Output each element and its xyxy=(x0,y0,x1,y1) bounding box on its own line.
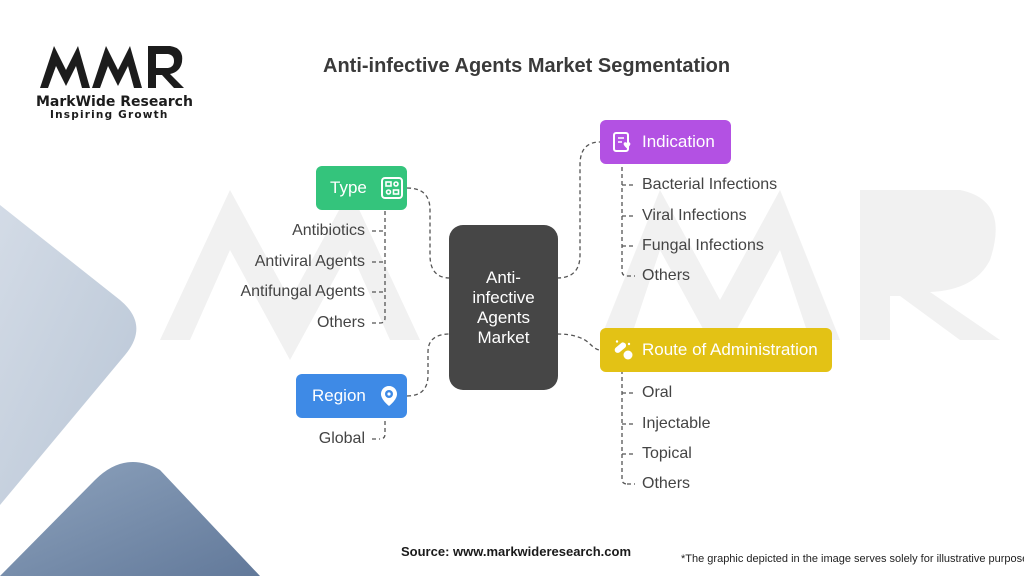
clipboard-heart-icon xyxy=(610,129,636,155)
route-item: Oral xyxy=(642,384,673,401)
source-text: Source: www.markwideresearch.com xyxy=(401,544,632,559)
logo-tagline: Inspiring Growth xyxy=(50,109,169,121)
route-connector xyxy=(556,333,601,351)
indication-item: Viral Infections xyxy=(642,207,747,224)
bg-shape-dark xyxy=(0,462,260,576)
region-connector xyxy=(406,333,451,397)
type-item: Antibiotics xyxy=(292,222,365,239)
indication-item: Fungal Infections xyxy=(642,237,764,254)
location-pin-icon xyxy=(376,383,402,409)
bg-shape-light xyxy=(0,205,137,505)
type-item: Antiviral Agents xyxy=(254,253,365,270)
type-item: Others xyxy=(316,314,365,331)
indication-item: Others xyxy=(642,267,691,284)
indication-label: Indication xyxy=(642,132,715,151)
type-label: Type xyxy=(330,178,367,197)
disclaimer-note: *The graphic depicted in the image serve… xyxy=(681,553,1024,565)
type-connector xyxy=(406,187,451,279)
type-item: Antifungal Agents xyxy=(240,283,365,300)
type-branch xyxy=(379,204,386,324)
indication-branch xyxy=(621,160,628,277)
page-title: Anti-infective Agents Market Segmentatio… xyxy=(323,55,731,77)
indication-pill: Indication xyxy=(600,120,731,164)
region-pill: Region xyxy=(296,374,407,418)
route-item: Topical xyxy=(642,445,692,462)
bg-watermark xyxy=(160,190,1000,360)
pills-icon xyxy=(610,337,636,363)
region-branch xyxy=(379,414,386,440)
logo-mark xyxy=(40,46,184,88)
region-label: Region xyxy=(312,386,366,405)
type-icon xyxy=(379,175,405,201)
route-item: Injectable xyxy=(642,415,711,432)
logo-name: MarkWide Research xyxy=(36,94,193,110)
route-label: Route of Administration xyxy=(642,340,818,359)
logo: MarkWide Research Inspiring Growth xyxy=(36,40,196,121)
route-pill: Route of Administration xyxy=(600,328,832,372)
indication-item: Bacterial Infections xyxy=(642,176,778,193)
region-item: Global xyxy=(318,430,365,447)
route-branch xyxy=(621,370,628,485)
center-label: Anti-infective Agents Market xyxy=(472,267,535,347)
type-pill: Type xyxy=(316,166,407,210)
indication-connector xyxy=(556,141,601,279)
route-item: Others xyxy=(642,475,691,492)
center-node: Anti-infective Agents Market xyxy=(449,225,558,390)
